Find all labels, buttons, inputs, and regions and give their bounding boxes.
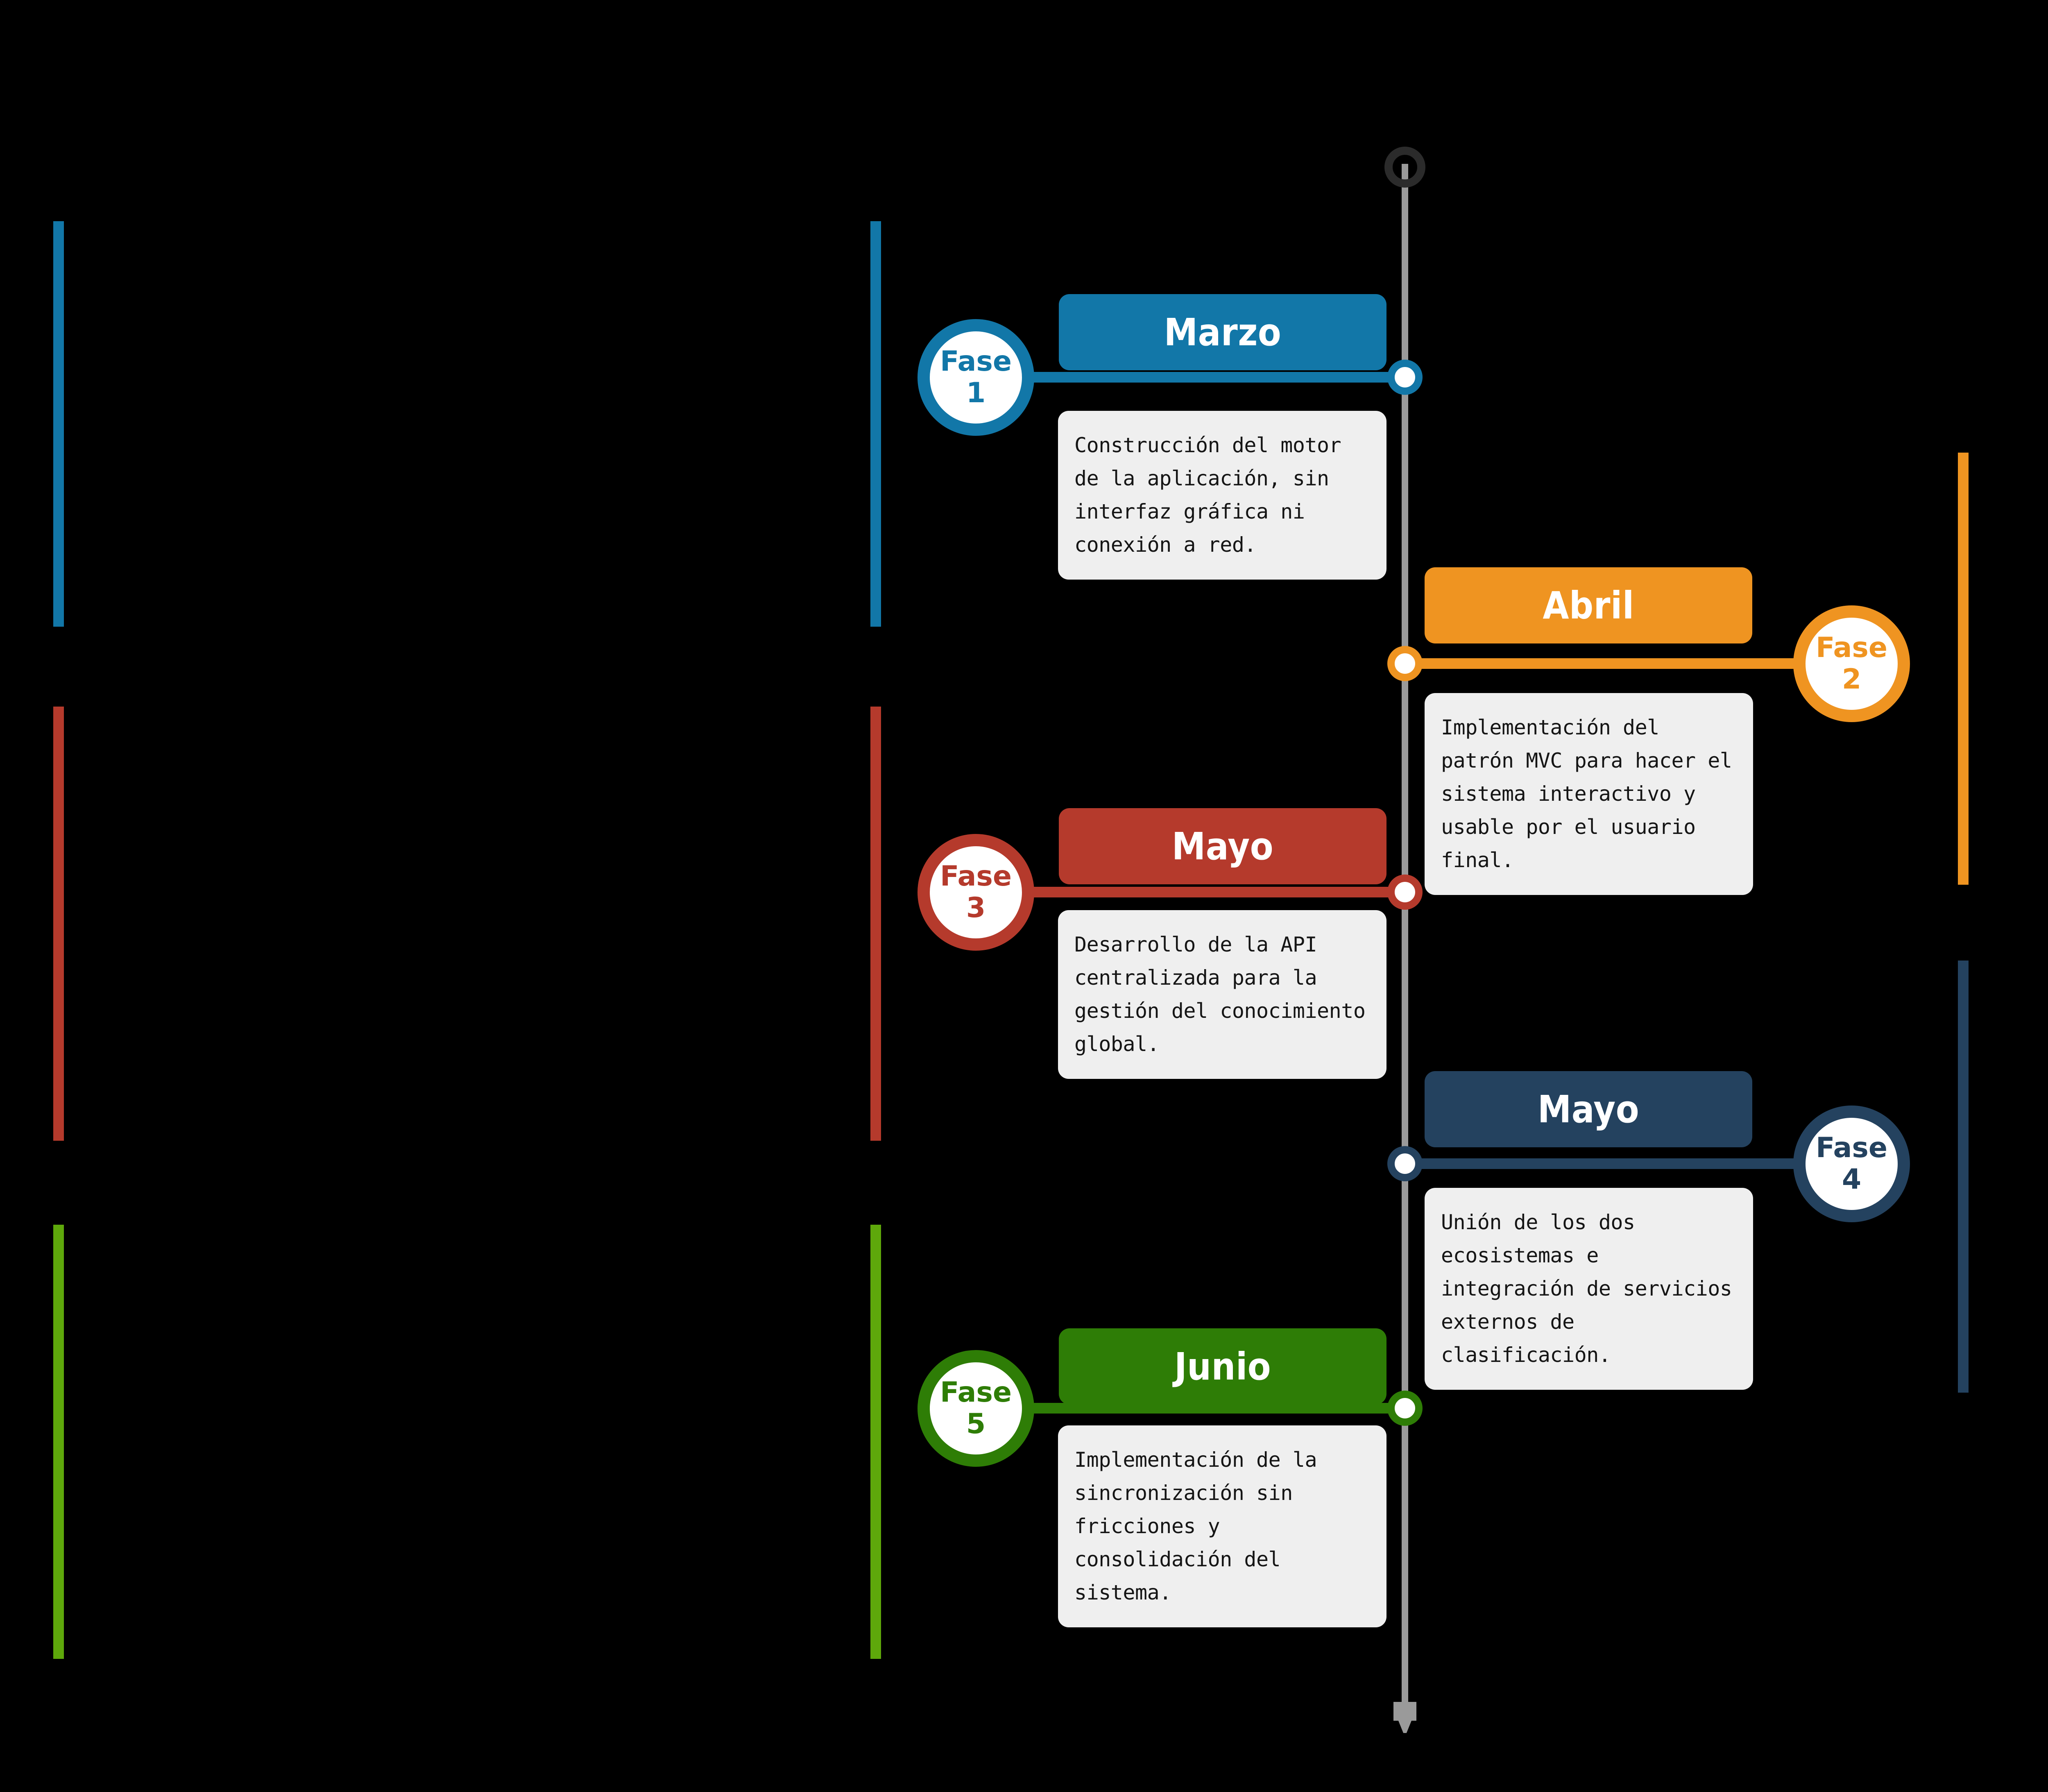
decorative-bar bbox=[1958, 453, 1969, 885]
decorative-bar-column bbox=[870, 0, 881, 1792]
phase-bubble-label-1: Fase bbox=[940, 345, 1012, 378]
phase-connector-rail-1 bbox=[975, 372, 1407, 383]
decorative-bar bbox=[53, 221, 64, 627]
timeline-end-marker-icon bbox=[1393, 1702, 1416, 1721]
phase-connector-rail-4 bbox=[1405, 1158, 1851, 1169]
phase-connector-rail-3 bbox=[975, 887, 1407, 897]
spine-node-dot-4[interactable] bbox=[1387, 1146, 1423, 1181]
phase-description-5: Implementación de la sincronización sin … bbox=[1058, 1425, 1386, 1627]
phase-description-1: Construcción del motor de la aplicación,… bbox=[1058, 411, 1386, 580]
phase-description-3: Desarrollo de la API centralizada para l… bbox=[1058, 910, 1386, 1079]
decorative-bar bbox=[870, 221, 881, 627]
month-chip-2[interactable]: Abril bbox=[1425, 567, 1752, 643]
decorative-bar bbox=[870, 707, 881, 1141]
phase-connector-rail-5 bbox=[975, 1403, 1407, 1414]
phase-bubble-number-2: 2 bbox=[1842, 663, 1862, 696]
phase-bubble-number-5: 5 bbox=[966, 1407, 986, 1440]
phase-connector-rail-2 bbox=[1405, 658, 1851, 669]
spine-node-dot-2[interactable] bbox=[1387, 646, 1423, 681]
decorative-bar bbox=[53, 707, 64, 1141]
month-chip-5[interactable]: Junio bbox=[1059, 1328, 1386, 1405]
spine-node-dot-3[interactable] bbox=[1387, 874, 1423, 910]
spine-node-dot-1[interactable] bbox=[1387, 360, 1423, 395]
spine-node-dot-5[interactable] bbox=[1387, 1391, 1423, 1426]
timeline-end-arrow-icon bbox=[1398, 1721, 1411, 1733]
phase-bubble-number-1: 1 bbox=[966, 376, 986, 409]
decorative-bar bbox=[1958, 961, 1969, 1393]
phase-description-4: Unión de los dos ecosistemas e integraci… bbox=[1425, 1188, 1753, 1390]
timeline-spine bbox=[1402, 164, 1408, 1722]
timeline-start-marker-icon bbox=[1384, 147, 1425, 188]
phase-bubble-number-4: 4 bbox=[1842, 1163, 1862, 1196]
phase-bubble-label-4: Fase bbox=[1816, 1132, 1887, 1164]
phase-description-2: Implementación del patrón MVC para hacer… bbox=[1425, 693, 1753, 895]
month-chip-1[interactable]: Marzo bbox=[1059, 294, 1386, 370]
phase-bubble-label-5: Fase bbox=[940, 1376, 1012, 1409]
decorative-bar-column bbox=[53, 0, 64, 1792]
month-chip-3[interactable]: Mayo bbox=[1059, 808, 1386, 884]
phase-bubble-label-2: Fase bbox=[1816, 632, 1887, 664]
decorative-bar-column bbox=[1958, 0, 1969, 1792]
phase-bubble-number-3: 3 bbox=[966, 891, 986, 924]
month-chip-4[interactable]: Mayo bbox=[1425, 1071, 1752, 1147]
decorative-bar bbox=[870, 1225, 881, 1659]
phase-bubble-label-3: Fase bbox=[940, 860, 1012, 893]
decorative-bar bbox=[53, 1225, 64, 1659]
